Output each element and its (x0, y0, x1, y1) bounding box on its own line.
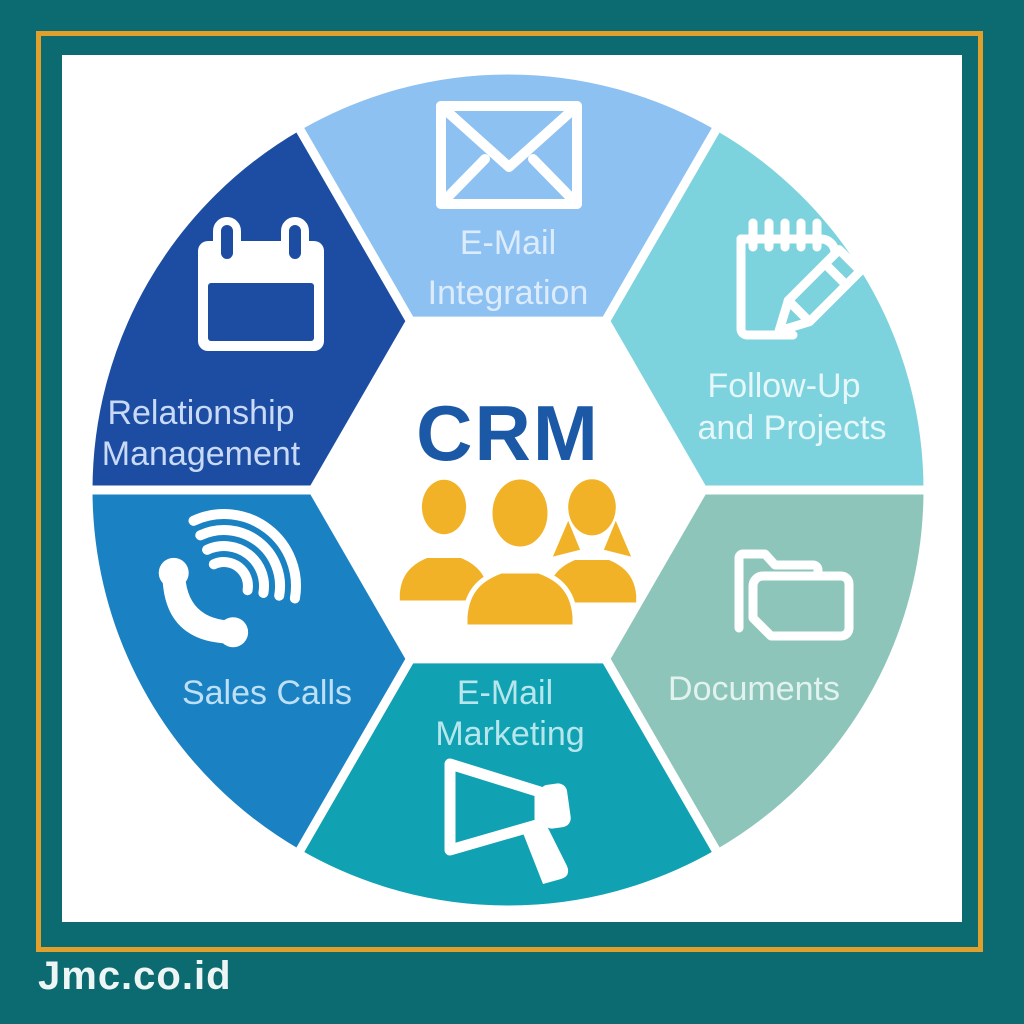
folder-icon (734, 549, 854, 641)
phone-icon (158, 509, 301, 648)
diagram-canvas: E-Mail Integration Follow-Up and Project… (62, 55, 962, 922)
gold-frame-border (36, 31, 983, 952)
segment-label: E-Mail (460, 224, 556, 262)
notepad-pencil-icon (736, 218, 865, 340)
segment-label: Management (102, 435, 301, 473)
segment-email-integration (293, 65, 723, 326)
segment-label: Follow-Up (707, 367, 860, 405)
segment-label: Documents (668, 670, 840, 708)
segment-label: E-Mail (457, 674, 553, 712)
site-watermark: Jmc.co.id (38, 954, 232, 998)
crm-title: CRM (416, 389, 600, 477)
people-group-icon (399, 474, 637, 630)
segment-label: and Projects (698, 409, 887, 447)
segment-follow-up-projects (601, 121, 933, 495)
calendar-icon (198, 217, 324, 351)
megaphone-icon (444, 758, 571, 884)
segment-label: Integration (428, 274, 589, 312)
segment-label: Relationship (107, 394, 294, 432)
crm-wheel-diagram: E-Mail Integration Follow-Up and Project… (83, 65, 933, 915)
segment-label: Marketing (435, 715, 584, 753)
segment-label: Sales Calls (182, 674, 352, 712)
envelope-icon (436, 101, 582, 209)
